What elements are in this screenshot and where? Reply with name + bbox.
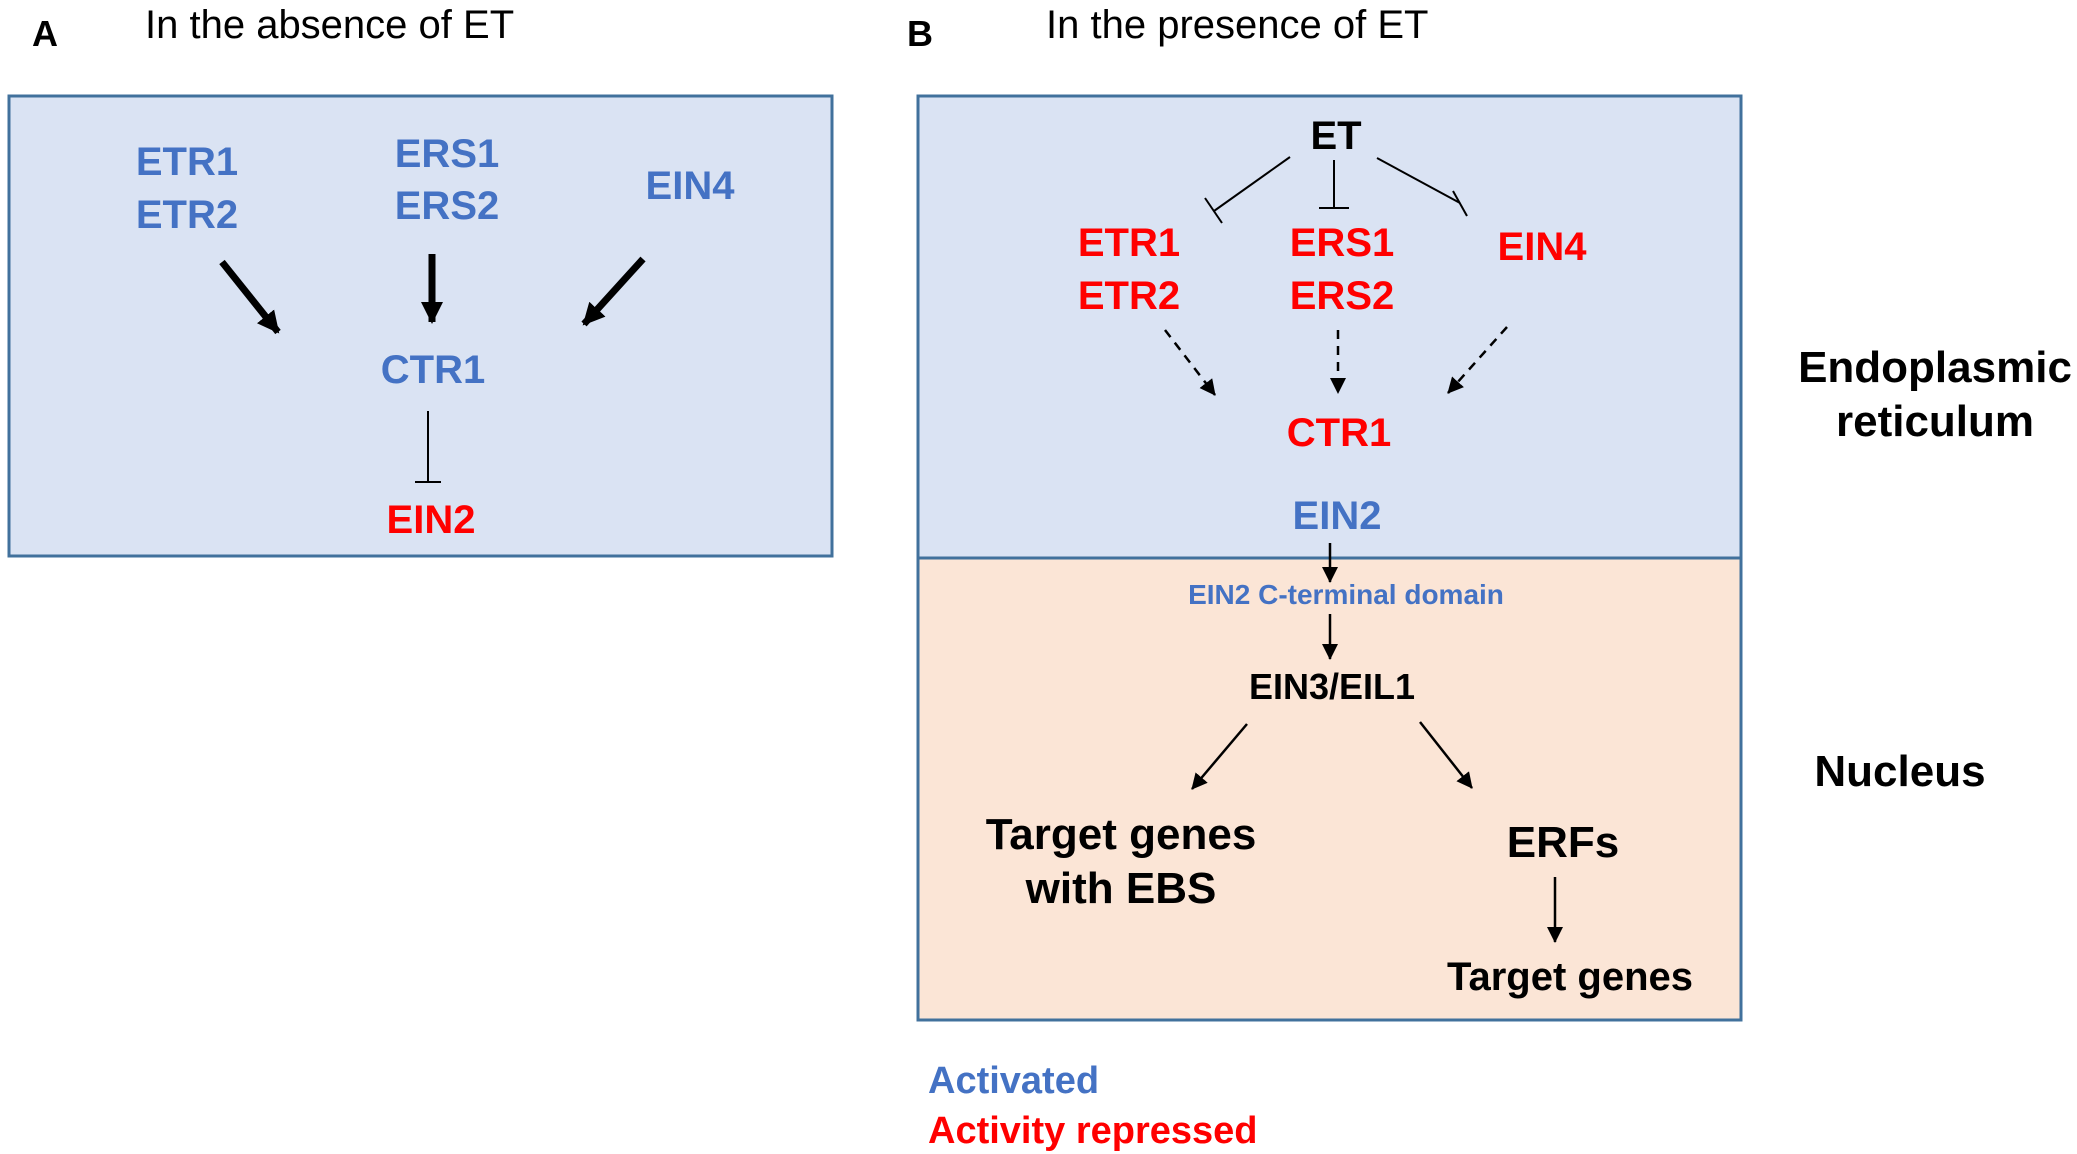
b-erfs-label: ERFs xyxy=(1507,818,1619,867)
b-target-genes-label: Target genes xyxy=(1447,955,1693,999)
b-inhibit-et-ein4 xyxy=(1376,157,1461,204)
a-ein2-label: EIN2 xyxy=(387,498,476,542)
a-arrow-ein4-to-ctr1 xyxy=(581,256,646,327)
b-arrow-ein3-erfs xyxy=(1419,721,1473,789)
b-inhibit-et-etr xyxy=(1213,156,1291,212)
er-label-line1: Endoplasmic xyxy=(1798,343,2072,392)
b-et-label: ET xyxy=(1310,114,1361,158)
panel-b-letter: B xyxy=(907,13,933,54)
a-arrow-etr-to-ctr1 xyxy=(219,259,281,335)
legend-repressed: Activity repressed xyxy=(928,1110,1258,1152)
b-target-genes-ebs-line2: with EBS xyxy=(1025,864,1217,913)
er-label-line2: reticulum xyxy=(1836,397,2034,446)
panel-a-er-box xyxy=(7,94,834,558)
b-inhibit-et-etr-bar xyxy=(1204,197,1223,224)
b-ein2-label: EIN2 xyxy=(1293,494,1382,538)
b-ctr1-label: CTR1 xyxy=(1287,411,1391,455)
a-etr2-label: ETR2 xyxy=(136,193,238,237)
b-ein4-label: EIN4 xyxy=(1498,225,1588,269)
panel-b-title: In the presence of ET xyxy=(1046,3,1428,47)
b-dashed-arrow-etr-ctr1 xyxy=(1164,329,1216,396)
b-etr1-label: ETR1 xyxy=(1078,221,1180,265)
panel-b-nucleus-box xyxy=(916,556,1743,1022)
a-ers1-label: ERS1 xyxy=(395,132,500,176)
a-ein4-label: EIN4 xyxy=(646,164,736,208)
b-ein2-cterm-label: EIN2 C-terminal domain xyxy=(1188,579,1504,610)
a-ctr1-label: CTR1 xyxy=(381,348,485,392)
panel-a-title: In the absence of ET xyxy=(145,3,514,47)
a-etr1-label: ETR1 xyxy=(136,140,238,184)
nucleus-label: Nucleus xyxy=(1814,747,1985,796)
b-etr2-label: ETR2 xyxy=(1078,274,1180,318)
b-ein3-label: EIN3/EIL1 xyxy=(1249,666,1415,707)
a-ers2-label: ERS2 xyxy=(395,184,500,228)
panel-a: A In the absence of ET ETR1 ETR2 ERS1 ER… xyxy=(7,3,834,558)
panel-a-letter: A xyxy=(32,13,58,54)
b-arrow-ein3-target-ebs xyxy=(1191,723,1248,790)
b-ers1-label: ERS1 xyxy=(1290,221,1395,265)
panel-b: B In the presence of ET ET ETR1 ETR2 ERS… xyxy=(907,3,1743,1022)
b-ers2-label: ERS2 xyxy=(1290,274,1395,318)
panel-b-er-box xyxy=(916,94,1743,560)
b-inhibit-et-ein4-bar xyxy=(1452,190,1468,217)
legend-activated: Activated xyxy=(928,1060,1099,1102)
b-target-genes-ebs-line1: Target genes xyxy=(986,810,1257,859)
